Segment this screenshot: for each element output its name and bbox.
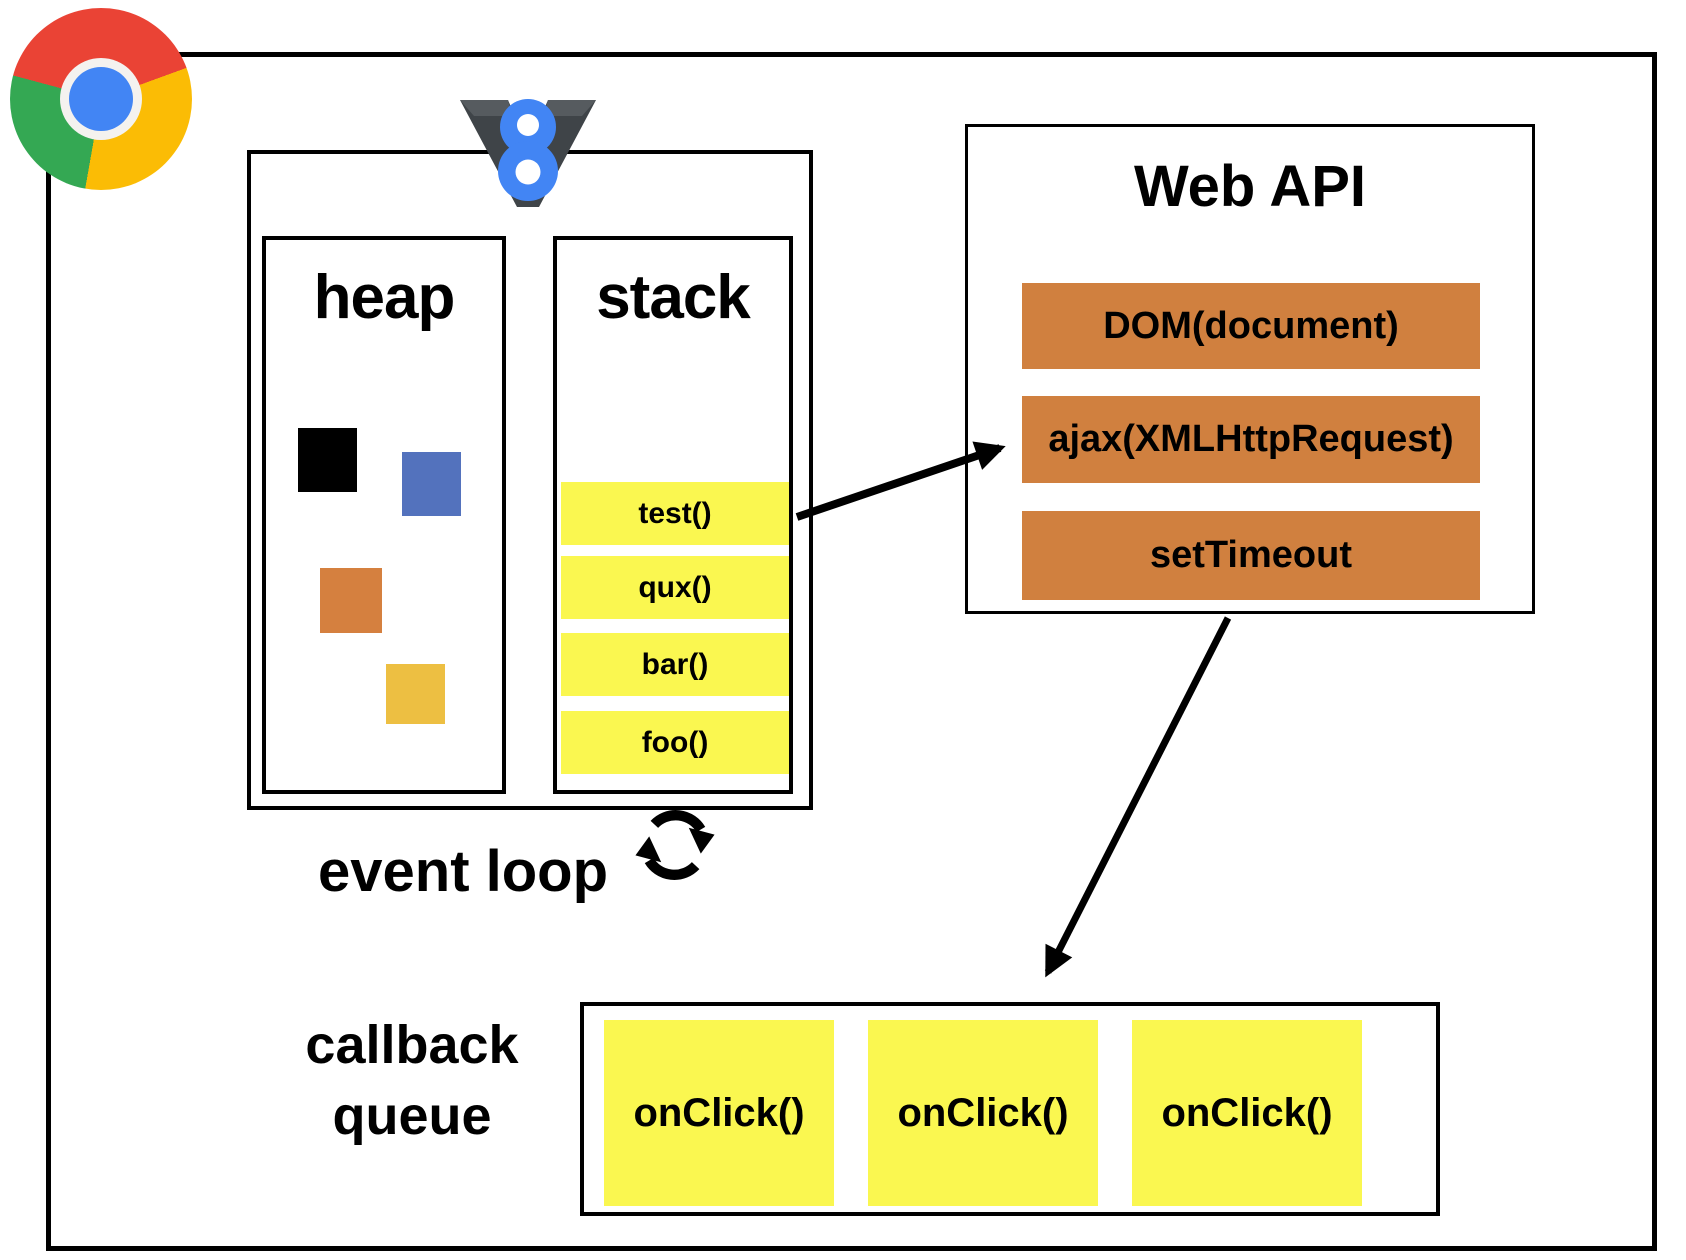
- web-api-item: DOM(document): [1022, 283, 1480, 369]
- v8-engine-logo: [460, 99, 596, 207]
- heap-panel: heap: [262, 236, 506, 794]
- stack-frame: bar(): [561, 633, 789, 696]
- web-api-item: setTimeout: [1022, 511, 1480, 600]
- callback-queue-panel: onClick() onClick() onClick(): [580, 1002, 1440, 1216]
- callback-queue-item: onClick(): [604, 1020, 834, 1206]
- heap-object-square: [298, 428, 357, 492]
- stack-label: stack: [596, 263, 751, 332]
- stack-frame: qux(): [561, 556, 789, 619]
- chrome-logo: [10, 8, 192, 190]
- web-api-panel: Web API DOM(document) ajax(XMLHttpReques…: [965, 124, 1535, 614]
- heap-object-square: [402, 452, 461, 516]
- web-api-item: ajax(XMLHttpRequest): [1022, 396, 1480, 483]
- callback-queue-item: onClick(): [868, 1020, 1098, 1206]
- event-loop-label: event loop: [318, 839, 609, 904]
- chrome-logo-center: [69, 67, 133, 131]
- stack-frame: test(): [561, 482, 789, 545]
- clockwise-cycle-arrows-icon: [635, 810, 715, 880]
- callback-queue-label-line2: queue: [332, 1086, 492, 1147]
- stack-panel: stack test() qux() bar() foo(): [553, 236, 793, 794]
- web-api-title: Web API: [1133, 154, 1367, 219]
- stack-frame: foo(): [561, 711, 789, 774]
- heap-label: heap: [313, 263, 456, 332]
- callback-queue-item: onClick(): [1132, 1020, 1362, 1206]
- callback-queue-label: callback queue: [262, 1010, 562, 1153]
- heap-object-square: [386, 664, 445, 724]
- callback-queue-label-line1: callback: [305, 1015, 519, 1075]
- heap-object-square: [320, 568, 382, 633]
